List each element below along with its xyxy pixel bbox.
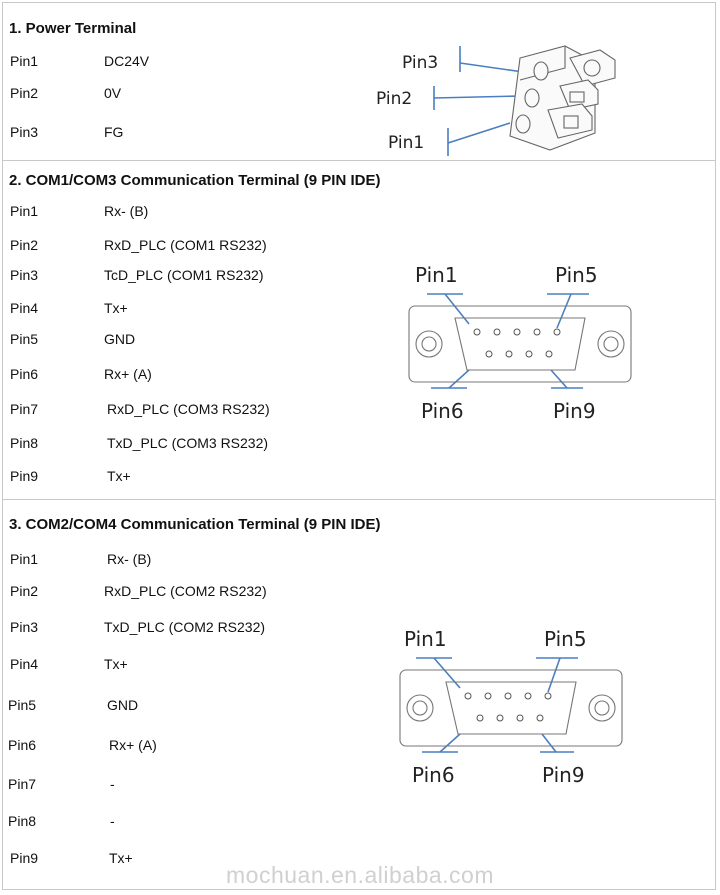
section-title-power-terminal: 1. Power Terminal <box>9 20 137 37</box>
pin-description: Rx+ (A) <box>109 737 157 753</box>
pin-description: RxD_PLC (COM1 RS232) <box>104 237 267 253</box>
pin-description: - <box>110 813 115 829</box>
pin-description: TxD_PLC (COM3 RS232) <box>107 435 269 451</box>
pin-description: Rx+ (A) <box>104 366 152 382</box>
pin-description: DC24V <box>104 53 150 69</box>
section-divider <box>2 499 716 500</box>
pin-description: Tx+ <box>109 850 133 866</box>
pin-label: Pin9 <box>10 468 39 484</box>
pin-description: RxD_PLC (COM2 RS232) <box>104 583 267 599</box>
pin-label: Pin5 <box>10 331 39 347</box>
pin-label: Pin2 <box>10 583 39 599</box>
diagram-label-pin1: Pin1 <box>404 627 447 651</box>
pointer-line <box>447 122 511 144</box>
diagram-label-pin6: Pin6 <box>421 399 464 423</box>
diagram-label-pin1: Pin1 <box>388 133 424 153</box>
section-title-com1-com3: 2. COM1/COM3 Communication Terminal (9 P… <box>9 172 381 189</box>
pin-label: Pin1 <box>10 551 39 567</box>
section-title-com2-com4: 3. COM2/COM4 Communication Terminal (9 P… <box>9 516 381 533</box>
pin-label: Pin4 <box>10 656 39 672</box>
pin-label: Pin2 <box>10 237 39 253</box>
db9-pins <box>473 328 561 358</box>
pin-description: Rx- (B) <box>104 203 149 219</box>
pin-description: Tx+ <box>104 300 128 316</box>
pin-description: Rx- (B) <box>107 551 152 567</box>
pin-label: Pin7 <box>8 776 37 792</box>
power-terminal-diagram: Pin3 Pin2 Pin1 <box>376 45 616 156</box>
pin-label: Pin9 <box>10 850 39 866</box>
diagram-label-pin5: Pin5 <box>544 627 587 651</box>
pin-description: TcD_PLC (COM1 RS232) <box>104 267 264 283</box>
pin-description: RxD_PLC (COM3 RS232) <box>107 401 270 417</box>
diagram-label-pin1: Pin1 <box>415 263 458 287</box>
diagram-label-pin5: Pin5 <box>555 263 598 287</box>
db9-connector-diagram-com1-com3: Pin1 Pin5 Pin6 Pin9 <box>408 263 632 423</box>
diagram-label-pin6: Pin6 <box>412 763 455 787</box>
pin-description: FG <box>104 124 124 140</box>
pin-label: Pin7 <box>10 401 39 417</box>
terminal-block-drawing <box>509 45 616 151</box>
pin-label: Pin4 <box>10 300 39 316</box>
pin-label: Pin5 <box>8 697 37 713</box>
pin-label: Pin6 <box>10 366 39 382</box>
db9-pins <box>464 692 552 722</box>
pin-description: GND <box>107 697 139 713</box>
pointer-lines <box>416 657 578 753</box>
pin-label: Pin3 <box>10 619 39 635</box>
pin-label: Pin6 <box>8 737 37 753</box>
pin-label: Pin1 <box>10 203 39 219</box>
pin-label: Pin2 <box>10 85 39 101</box>
db9-connector-diagram-com2-com4: Pin1 Pin5 Pin6 Pin9 <box>399 627 623 787</box>
pin-description: - <box>110 776 115 792</box>
pin-description: TxD_PLC (COM2 RS232) <box>104 619 266 635</box>
pin-description: 0V <box>104 85 122 101</box>
diagram-label-pin3: Pin3 <box>402 53 438 73</box>
section-divider <box>2 160 716 161</box>
diagram-label-pin2: Pin2 <box>376 89 412 109</box>
pin-description: GND <box>104 331 136 347</box>
pointer-line <box>433 95 521 99</box>
pin-label: Pin8 <box>10 435 39 451</box>
pin-label: Pin1 <box>10 53 39 69</box>
db9-shell <box>399 669 623 747</box>
pin-label: Pin8 <box>8 813 37 829</box>
pointer-lines <box>427 293 589 389</box>
db9-shell <box>408 305 632 383</box>
watermark: mochuan.en.alibaba.com <box>226 862 494 888</box>
pin-label: Pin3 <box>10 124 39 140</box>
pin-description: Tx+ <box>107 468 131 484</box>
diagram-label-pin9: Pin9 <box>553 399 596 423</box>
pin-label: Pin3 <box>10 267 39 283</box>
diagram-label-pin9: Pin9 <box>542 763 585 787</box>
pin-description: Tx+ <box>104 656 128 672</box>
